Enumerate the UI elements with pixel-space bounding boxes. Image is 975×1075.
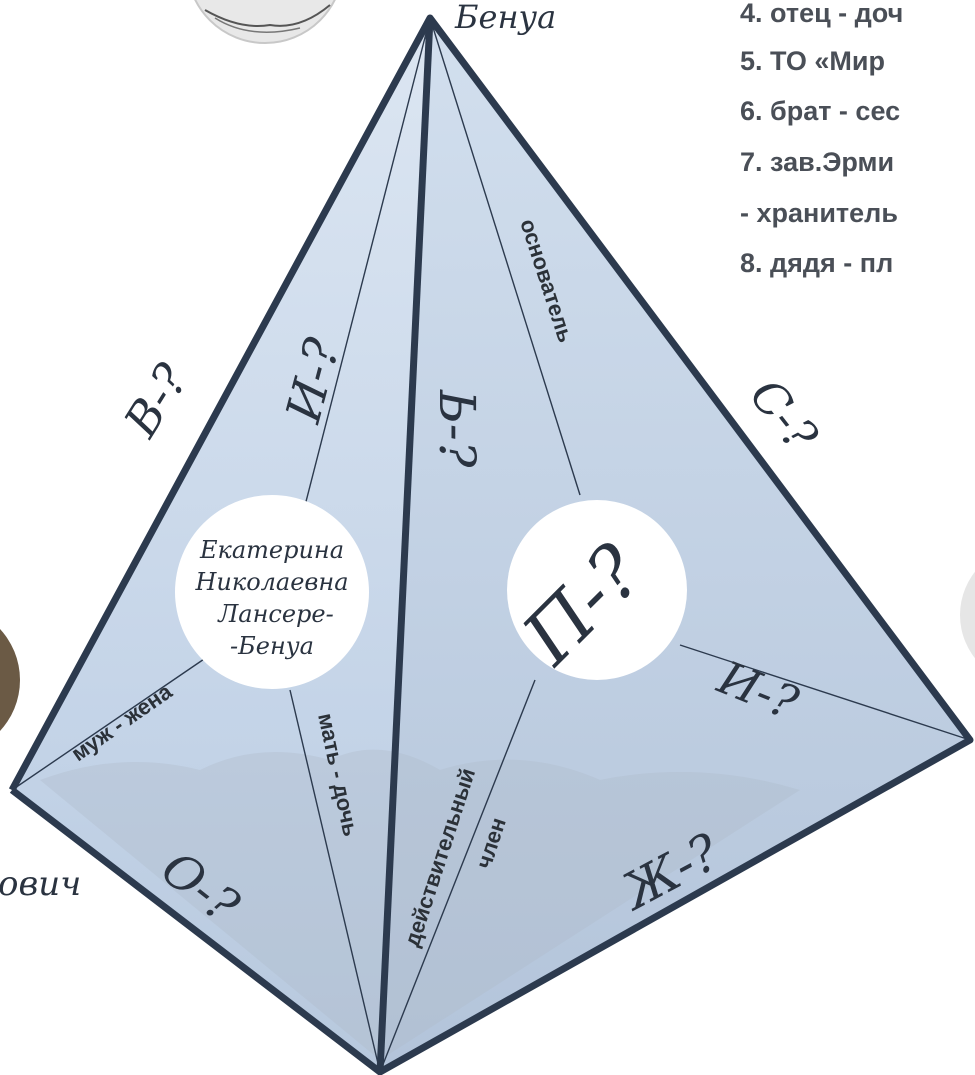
portrait-left [0, 629, 20, 731]
portrait-right [960, 571, 975, 659]
list-item: 8. дядя - пл [740, 248, 893, 278]
list-item: - хранитель [740, 198, 898, 228]
pyramid [8, 14, 974, 1075]
list-item: 6. брат - сес [740, 96, 900, 126]
list-item: 4. отец - доч [740, 0, 903, 28]
person-circle: Екатерина Николаевна Лансере- -Бенуа [175, 495, 369, 689]
edge-label-left-outer: В-? [113, 354, 199, 447]
vertex-label-left: ович [0, 864, 81, 904]
vertex-label-top: Бенуа [454, 0, 556, 36]
person-name-line4: -Бенуа [230, 632, 314, 660]
portrait-top-left [194, 0, 336, 44]
list-item: 7. зав.Эрми [740, 147, 894, 177]
hint-list: 4. отец - доч 5. ТО «Мир 6. брат - сес 7… [740, 0, 903, 278]
person-name-line1: Екатерина [199, 536, 344, 564]
right-face [380, 18, 970, 1072]
edge-label-center-spine: Ь-? [428, 389, 486, 469]
person-name-line2: Николаевна [194, 568, 348, 596]
person-name-line3: Лансере- [217, 600, 333, 628]
list-item: 5. ТО «Мир [740, 46, 885, 76]
